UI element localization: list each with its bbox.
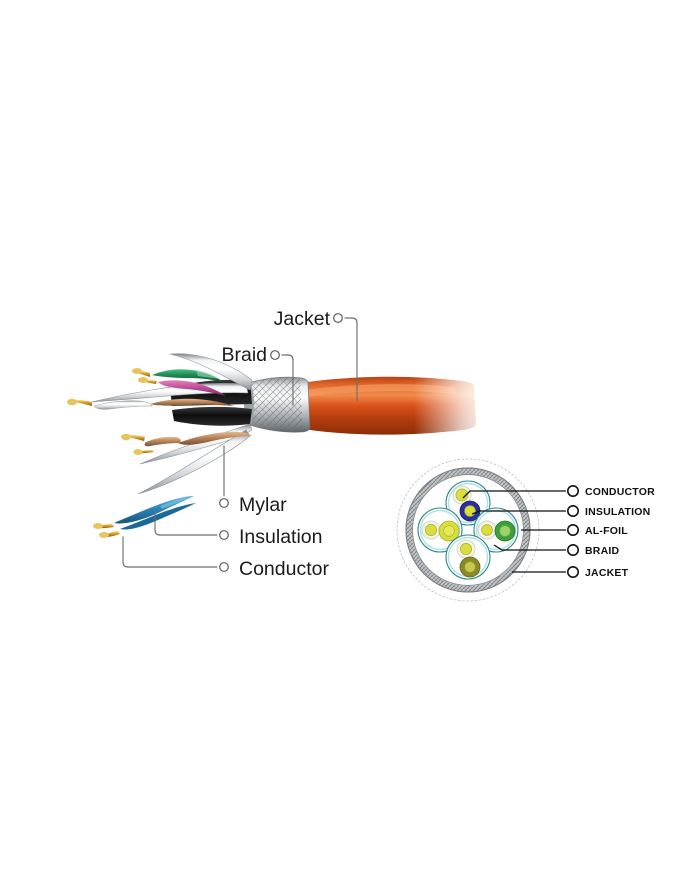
xs-conductor-leader: [462, 490, 566, 499]
callout-jacket[interactable]: Jacket: [274, 308, 343, 330]
cross-section-leader-lines: [462, 490, 566, 573]
callout-insulation-dot[interactable]: [219, 530, 229, 540]
braid-leader: [281, 354, 294, 406]
callout-mylar[interactable]: Mylar: [219, 494, 287, 516]
callout-mylar-label: Mylar: [239, 494, 287, 516]
xs-conductor-dot[interactable]: [566, 484, 579, 497]
xs-jacket-text: JACKET: [585, 567, 629, 579]
xs-insulation-text: INSULATION: [585, 506, 650, 518]
callout-braid-dot[interactable]: [270, 350, 280, 360]
insulation-leader: [154, 511, 218, 536]
jacket-leader: [344, 317, 358, 402]
cable-braid-shield: [244, 376, 311, 433]
cross-section-labels: CONDUCTOR INSULATION AL-FOIL BRAID JACKE…: [566, 484, 655, 579]
xs-label-jacket[interactable]: JACKET: [566, 565, 629, 579]
cutaway-leader-lines: [122, 317, 358, 568]
xs-braid-text: BRAID: [585, 545, 619, 557]
twisted-pair-brown-lower: [121, 431, 252, 455]
callout-jacket-label: Jacket: [274, 308, 331, 330]
callout-mylar-dot[interactable]: [219, 498, 229, 508]
cross-section-pair-left: [417, 507, 463, 553]
xs-label-conductor[interactable]: CONDUCTOR: [566, 484, 655, 498]
cross-section-pair-bottom: [445, 534, 491, 580]
xs-braid-leader: [493, 544, 566, 551]
cross-section-pair-right: [473, 507, 519, 553]
xs-jacket-dot[interactable]: [566, 565, 579, 578]
twisted-pair-brown-upper: [67, 398, 234, 410]
xs-braid-dot[interactable]: [566, 543, 579, 556]
twisted-pair-green-magenta: [132, 368, 226, 396]
cross-section-pair-top: [445, 480, 491, 526]
callout-conductor-dot[interactable]: [219, 562, 229, 572]
xs-conductor-text: CONDUCTOR: [585, 486, 655, 498]
callout-insulation-label: Insulation: [239, 526, 322, 548]
xs-label-braid[interactable]: BRAID: [566, 543, 620, 557]
xs-label-al-foil[interactable]: AL-FOIL: [566, 523, 628, 537]
xs-insulation-dot[interactable]: [566, 504, 579, 517]
xs-label-insulation[interactable]: INSULATION: [566, 504, 651, 518]
callout-insulation[interactable]: Insulation: [219, 526, 323, 548]
callout-jacket-dot[interactable]: [333, 313, 343, 323]
xs-alfoil-text: AL-FOIL: [585, 525, 628, 537]
xs-alfoil-dot[interactable]: [566, 523, 579, 536]
cable-jacket: [289, 368, 490, 444]
conductor-leader: [122, 536, 218, 568]
twisted-pair-blue: [93, 496, 196, 538]
callout-braid[interactable]: Braid: [221, 344, 280, 366]
cutaway-callouts: Jacket Braid Mylar Insulation Con: [219, 308, 343, 580]
callout-conductor[interactable]: Conductor: [219, 558, 330, 580]
callout-braid-label: Braid: [221, 344, 267, 366]
xs-insulation-leader: [471, 510, 566, 515]
cross-section-diagram: CONDUCTOR INSULATION AL-FOIL BRAID JACKE…: [396, 458, 655, 602]
cable-cutaway-illustration: Jacket Braid Mylar Insulation Con: [67, 308, 490, 580]
cross-section-core-area: [413, 475, 523, 585]
callout-conductor-label: Conductor: [239, 558, 329, 580]
